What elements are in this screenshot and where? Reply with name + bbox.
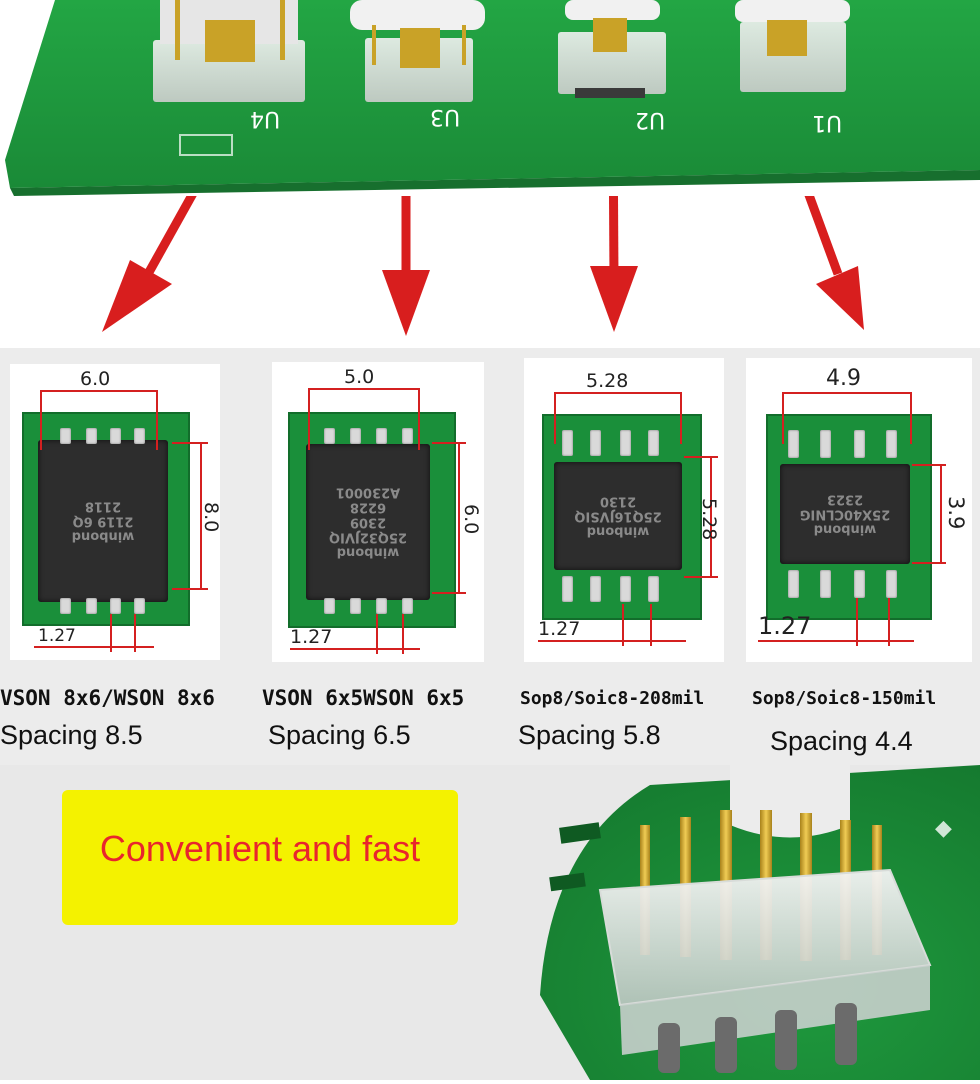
width-dim-3: 5.28 [586,370,629,392]
chip-1: winbond 2119 6Q 2118 [38,440,168,602]
height-dim-4: 3.9 [944,496,968,530]
width-dim-4: 4.9 [826,366,861,391]
spacing-label-2: Spacing [268,720,366,750]
spacing-label-4: Spacing [770,726,868,756]
height-dim-1: 8.0 [200,502,222,533]
spacing-label-3: Spacing [518,720,616,750]
spacing-value-4: 4.4 [875,726,913,756]
board-label-u4: U4 [250,106,281,131]
width-dim-1: 6.0 [80,368,111,390]
socket-u3 [350,0,485,102]
chip-marking-1: winbond 2119 6Q 2118 [71,498,135,544]
pitch-dim-3: 1.27 [538,618,581,640]
package-card-3: winbond 25Q16JVSIQ 2130 5.28 5.28 1.27 [524,358,724,662]
chip-2: winbond 25Q32JVIQ 2309 6228 A230001 [306,444,430,600]
board-label-u3: U3 [430,104,461,129]
pitch-dim-4: 1.27 [758,612,812,640]
socket-u4 [153,0,305,102]
height-dim-2: 6.0 [460,504,482,535]
package-card-2: winbond 25Q32JVIQ 2309 6228 A230001 5.0 … [272,362,484,662]
spacing-value-1: 8.5 [105,720,143,750]
package-strip: winbond 2119 6Q 2118 6.0 8.0 1.27 VSON 8… [0,348,980,765]
svg-text:◆: ◆ [935,816,952,841]
width-dim-2: 5.0 [344,366,375,388]
spacing-2: Spacing 6.5 [268,720,411,751]
chip-3: winbond 25Q16JVSIQ 2130 [554,462,682,570]
chip-marking-2: winbond 25Q32JVIQ 2309 6228 A230001 [328,484,408,560]
socket-closeup-photo: ◆ [530,765,980,1080]
package-name-2: VSON 6x5WSON 6x5 [262,686,465,710]
arrow-u1 [804,196,864,330]
arrow-u3 [382,196,430,336]
package-name-4: Sop8/Soic8-150mil [752,688,937,709]
chip-marking-4: winbond 25X40CLNIG 2323 [799,491,891,537]
spacing-3: Spacing 5.8 [518,720,661,751]
package-name-1: VSON 8x6/WSON 8x6 [0,686,215,710]
socket-u1 [735,0,850,92]
pitch-dim-2: 1.27 [290,626,333,648]
spacing-label-1: Spacing [0,720,98,750]
package-card-4: winbond 25X40CLNIG 2323 4.9 3.9 1.27 [746,358,972,662]
board-label-u2: U2 [635,107,666,132]
spacing-value-2: 6.5 [373,720,411,750]
spacing-value-3: 5.8 [623,720,661,750]
height-dim-3: 5.28 [698,498,720,541]
package-name-3: Sop8/Soic8-208mil [520,688,705,709]
spacing-1: Spacing 8.5 [0,720,143,751]
package-card-1: winbond 2119 6Q 2118 6.0 8.0 1.27 [10,364,222,660]
bottom-section: Convenient and fast [0,765,980,1080]
arrow-u2 [590,196,638,332]
badge-text: Convenient and fast [99,828,421,869]
feature-badge: Convenient and fast [62,790,458,925]
board-label-u1: U1 [812,110,843,135]
pitch-dim-1: 1.27 [38,626,76,646]
arrow-zone [0,196,980,348]
spacing-4: Spacing 4.4 [770,726,913,757]
chip-marking-3: winbond 25Q16JVSIQ 2130 [574,493,662,539]
socket-u2 [558,0,666,98]
chip-4: winbond 25X40CLNIG 2323 [780,464,910,564]
pcb-photo: U4 U3 U2 U1 [0,0,980,196]
arrow-u4 [102,196,197,332]
